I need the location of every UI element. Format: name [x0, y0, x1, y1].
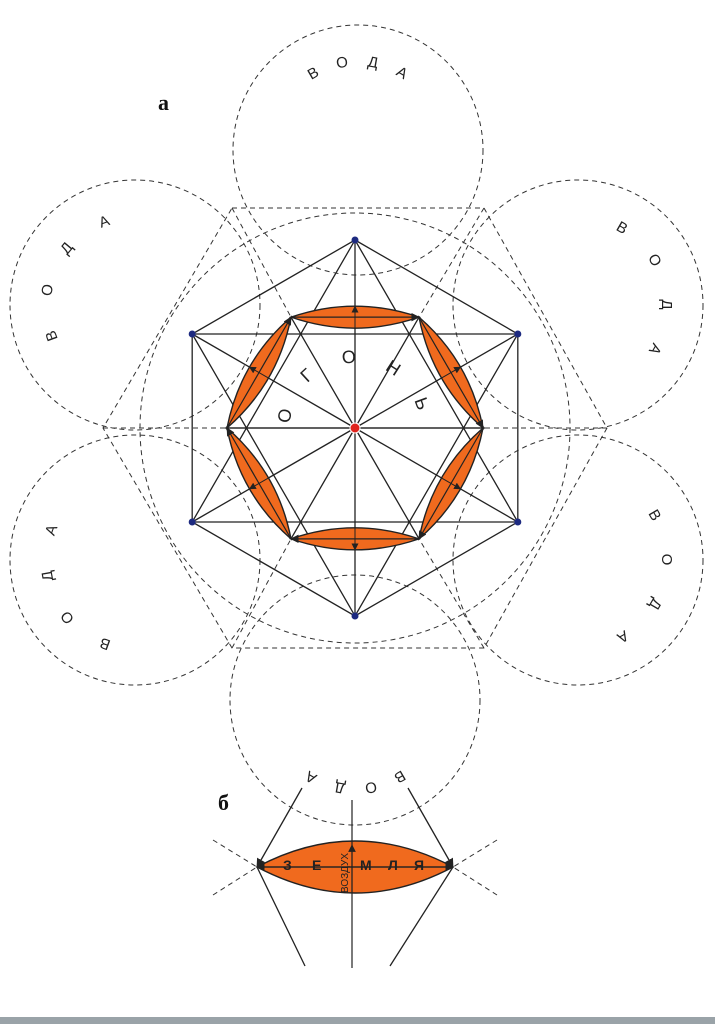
earth-letter-4: Л: [388, 857, 398, 873]
water-letter: В: [613, 218, 631, 238]
dashed-chord: [231, 207, 292, 318]
petal-cross-arrow: [248, 366, 269, 379]
petal-cross-arrow: [441, 366, 462, 379]
water-circle-3: [9, 434, 261, 686]
vertex-dot-5: [188, 518, 196, 526]
vertex-dot-4: [351, 612, 359, 620]
dashed-chord: [418, 538, 485, 649]
water-letter: О: [644, 251, 665, 270]
vertex-dots: [188, 236, 522, 620]
water-letter: Д: [366, 53, 380, 72]
detail-right-arrow: [407, 787, 454, 868]
water-letter: О: [363, 778, 378, 797]
water-circle-6: [452, 434, 704, 686]
vertex-dot-3: [514, 518, 522, 526]
scan-bottom-edge: [0, 1017, 715, 1024]
water-letter: А: [302, 767, 320, 787]
earth-label: З Е М Л Я: [283, 857, 424, 873]
spoke-line: [354, 427, 420, 540]
water-letter: Д: [333, 778, 347, 797]
fire-petals: [225, 305, 485, 551]
vertex-dot-1: [351, 236, 359, 244]
outer-dashed-hexagon: [102, 207, 608, 649]
water-circle-1: [232, 24, 484, 276]
detail-dashed-right-down: [452, 866, 498, 896]
water-letter: Д: [38, 568, 57, 582]
spoke-line: [354, 333, 519, 429]
spoke-line: [191, 427, 356, 523]
water-letter: В: [305, 63, 323, 83]
water-circle-5: [452, 179, 704, 431]
water-letter: О: [57, 607, 78, 628]
water-letter: Д: [57, 238, 77, 257]
air-label: ВОЗДУХ: [340, 853, 351, 893]
detail-petal-b: [212, 787, 498, 968]
spoke-line: [354, 316, 420, 429]
detail-right-lower: [389, 866, 454, 967]
water-letter: А: [613, 627, 631, 647]
detail-dashed-left-down: [212, 866, 258, 896]
detail-left-lower: [256, 866, 306, 967]
earth-letter-1: З: [283, 857, 292, 873]
panel-label-b: б: [218, 790, 229, 815]
water-letter: О: [335, 53, 350, 72]
spoke-line: [354, 427, 519, 523]
fire-letter: Г: [297, 365, 318, 387]
detail-left-arrow: [256, 787, 303, 868]
panel-label-a: а: [158, 90, 169, 115]
fire-letter: Н: [382, 356, 404, 380]
vertex-dot-6: [188, 330, 196, 338]
earth-letter-5: Я: [414, 857, 424, 873]
fire-letter: О: [274, 407, 296, 424]
spoke-line: [191, 333, 356, 429]
water-letter: Д: [645, 595, 665, 613]
dashed-chord: [231, 538, 292, 649]
water-circle-2: [9, 179, 261, 431]
water-letter: В: [97, 633, 113, 653]
fire-letter: О: [341, 346, 357, 367]
petal-cross-arrow: [248, 477, 269, 490]
water-letter: А: [393, 63, 411, 83]
water-letter: О: [658, 554, 675, 567]
dashed-chord: [418, 207, 485, 318]
water-letter: В: [42, 327, 62, 343]
fire-letter: Ь: [411, 395, 434, 413]
detail-dashed-right-up: [452, 839, 498, 868]
water-letter: О: [38, 282, 57, 297]
earth-letter-2: Е: [312, 857, 321, 873]
water-letter: В: [390, 767, 408, 787]
detail-dashed-left-up: [212, 839, 258, 868]
water-letter: Д: [658, 299, 675, 310]
water-letter: А: [97, 212, 113, 232]
earth-letter-3: М: [360, 857, 372, 873]
spoke-line: [290, 316, 356, 429]
vertex-dot-2: [514, 330, 522, 338]
water-letter: А: [42, 522, 62, 538]
water-letter: А: [645, 340, 665, 358]
petal-cross-arrow: [441, 477, 462, 490]
water-letter: В: [645, 507, 665, 525]
fire-label: О Г О НЬ: [274, 346, 434, 424]
spoke-line: [290, 427, 356, 540]
center-dot: [349, 422, 361, 434]
